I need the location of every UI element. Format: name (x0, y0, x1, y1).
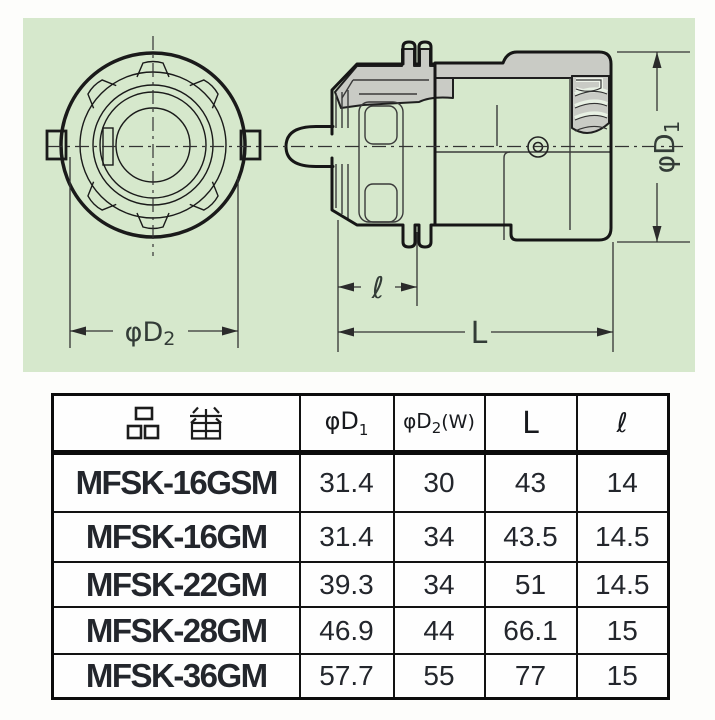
side-spring-coil (574, 78, 608, 132)
d1-cell: 31.4 (298, 511, 395, 563)
L-cell: 66.1 (483, 606, 578, 655)
connector-technical-drawing: φD2 ℓ L φD1 (45, 36, 690, 352)
side-body (433, 50, 613, 242)
technical-drawing-panel: φD2 ℓ L φD1 (23, 18, 695, 372)
ell-cell: 15 (575, 606, 670, 655)
header-d1: φD1 (298, 393, 395, 455)
dimension-arrows (70, 52, 662, 337)
d2-cell: 34 (392, 511, 486, 563)
L-cell: 77 (483, 653, 578, 700)
table-row: MFSK-28GM 46.9 44 66.1 15 (51, 606, 670, 655)
side-interior-lines (335, 78, 611, 240)
table-row: MFSK-36GM 57.7 55 77 15 (51, 653, 670, 700)
kanji-hinban-glyphs (126, 406, 223, 440)
d1-cell: 57.7 (298, 653, 395, 700)
header-d2: φD2(W) (392, 393, 486, 455)
L-cell: 43 (483, 451, 578, 513)
L-cell: 51 (483, 561, 578, 608)
dim-label-phi-d2: φD2 (125, 317, 176, 350)
header-ell: ℓ (575, 393, 670, 455)
ell-cell: 14.5 (575, 511, 670, 563)
d2-cell: 34 (392, 561, 486, 608)
part-number-cell: MFSK-16GSM (51, 451, 301, 513)
part-number-cell: MFSK-16GM (51, 511, 301, 563)
table-row: MFSK-16GSM 31.4 30 43 14 (51, 451, 670, 513)
dimension-labels: φD2 ℓ L φD1 (125, 121, 684, 351)
dim-label-ell: ℓ (371, 271, 384, 306)
ell-cell: 14 (575, 451, 670, 513)
d1-cell: 46.9 (298, 606, 395, 655)
side-view (284, 40, 613, 249)
header-L: L (483, 393, 578, 455)
spec-table: 品 番 (51, 393, 670, 700)
part-number-cell: MFSK-28GM (51, 606, 301, 655)
table-row: MFSK-22GM 39.3 34 51 14.5 (51, 561, 670, 608)
part-number-cell: MFSK-22GM (51, 561, 301, 608)
header-part-number: 品 番 (51, 393, 301, 455)
table-header-row: 品 番 (51, 393, 670, 455)
d2-cell: 55 (392, 653, 486, 700)
part-number-cell: MFSK-36GM (51, 653, 301, 700)
front-view (45, 51, 262, 239)
d2-cell: 44 (392, 606, 486, 655)
ell-cell: 14.5 (575, 561, 670, 608)
d1-cell: 31.4 (298, 451, 395, 513)
dim-label-phi-d1: φD1 (648, 121, 684, 174)
d2-cell: 30 (392, 451, 486, 513)
ell-cell: 15 (575, 653, 670, 700)
d1-cell: 39.3 (298, 561, 395, 608)
centerlines (48, 36, 683, 256)
table-row: MFSK-16GM 31.4 34 43.5 14.5 (51, 511, 670, 563)
dim-label-L: L (471, 316, 488, 351)
L-cell: 43.5 (483, 511, 578, 563)
